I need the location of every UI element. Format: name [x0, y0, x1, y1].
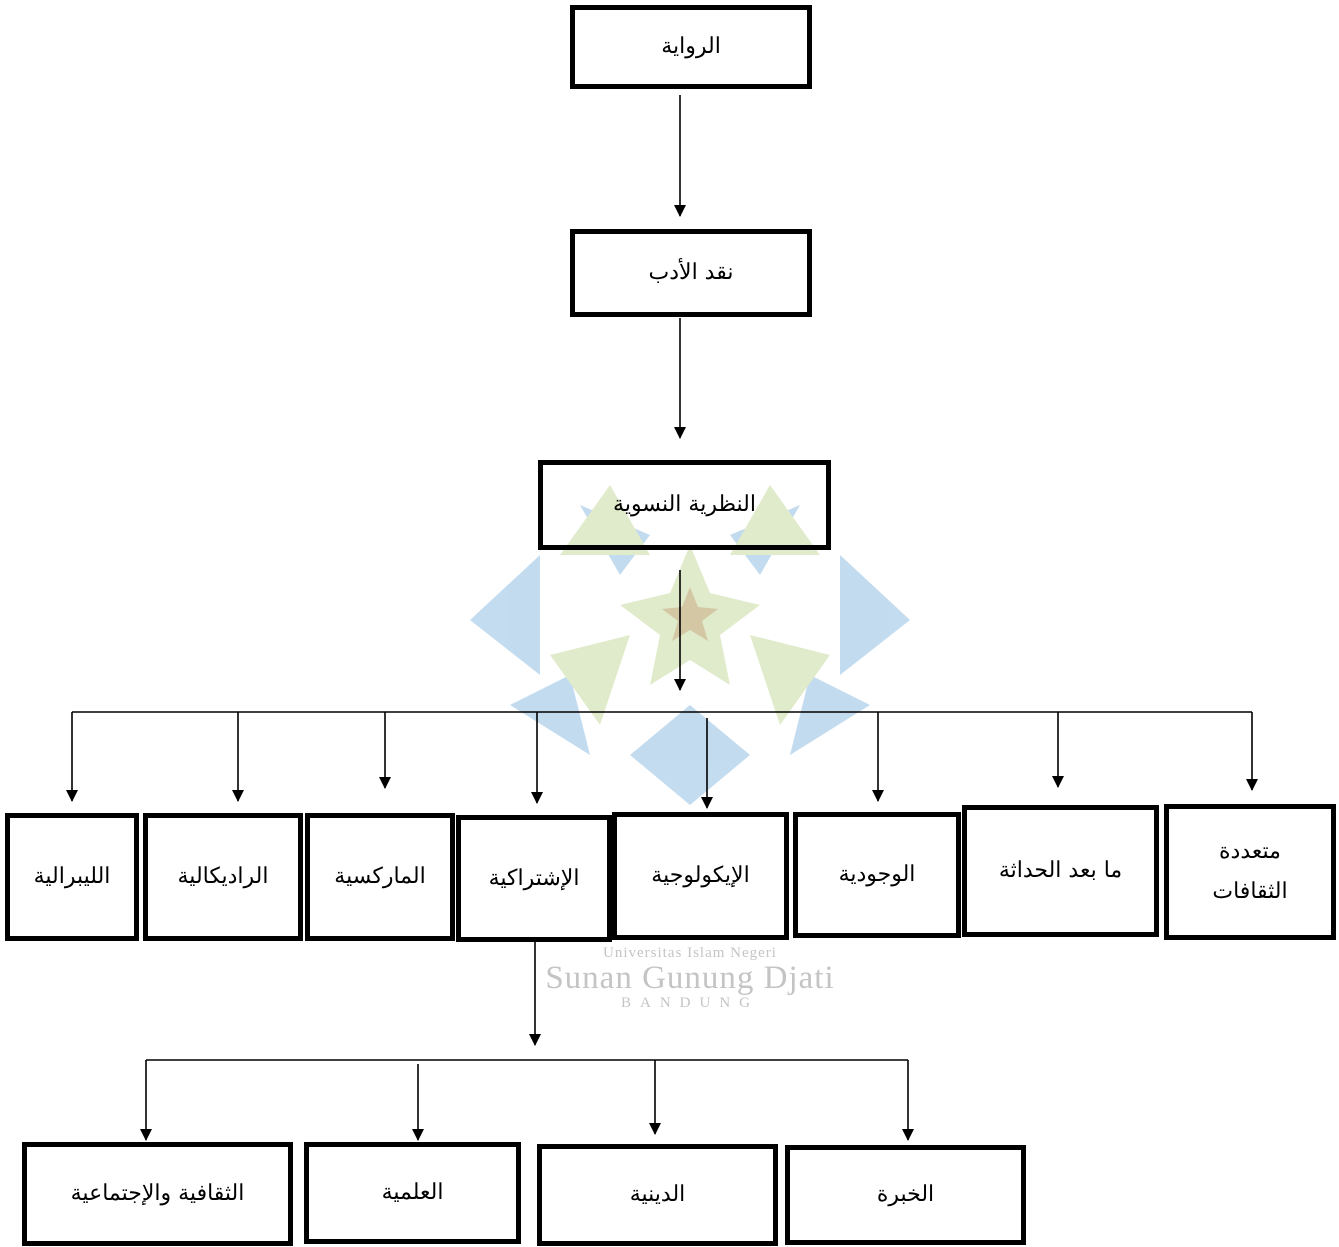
- node-scientific-label: العلمية: [381, 1180, 444, 1205]
- node-ecological: الإيكولوجية: [612, 812, 789, 940]
- node-marxist: الماركسية: [305, 813, 455, 941]
- watermark-text: Universitas Islam Negeri Sunan Gunung Dj…: [500, 944, 880, 1012]
- node-multicultural-label: متعددة الثقافات: [1212, 839, 1288, 904]
- node-religious-label: الدينية: [629, 1182, 686, 1207]
- watermark-line3: BANDUNG: [621, 995, 759, 1011]
- watermark-line2: Sunan Gunung Djati: [545, 960, 835, 996]
- node-radical: الراديكالية: [143, 813, 303, 941]
- node-cultural-social-label: الثقافية والإجتماعية: [70, 1181, 245, 1206]
- node-liberal: الليبرالية: [5, 813, 139, 941]
- node-novel-label: الرواية: [661, 34, 721, 59]
- node-literary-criticism: نقد الأدب: [570, 229, 812, 317]
- node-cultural-social: الثقافية والإجتماعية: [22, 1142, 293, 1246]
- node-existential: الوجودية: [793, 812, 961, 938]
- node-experience: الخبرة: [785, 1145, 1026, 1245]
- node-novel: الرواية: [570, 5, 812, 89]
- node-liberal-label: الليبرالية: [33, 864, 111, 889]
- node-feminist-theory: النظرية النسوية: [538, 460, 831, 550]
- node-radical-label: الراديكالية: [177, 864, 269, 889]
- node-feminist-theory-label: النظرية النسوية: [613, 492, 756, 517]
- node-multicultural: متعددة الثقافات: [1164, 804, 1336, 940]
- node-existential-label: الوجودية: [838, 862, 916, 887]
- node-literary-criticism-label: نقد الأدب: [648, 260, 734, 285]
- node-socialist: الإشتراكية: [456, 815, 612, 942]
- node-scientific: العلمية: [304, 1142, 521, 1244]
- node-socialist-label: الإشتراكية: [488, 865, 580, 891]
- node-experience-label: الخبرة: [876, 1182, 935, 1207]
- node-marxist-label: الماركسية: [334, 864, 426, 889]
- node-postmodern-label: ما بعد الحداثة: [998, 858, 1123, 883]
- node-religious: الدينية: [537, 1144, 778, 1246]
- watermark-line1: Universitas Islam Negeri: [603, 945, 777, 961]
- node-postmodern: ما بعد الحداثة: [962, 805, 1159, 937]
- node-ecological-label: الإيكولوجية: [651, 863, 750, 888]
